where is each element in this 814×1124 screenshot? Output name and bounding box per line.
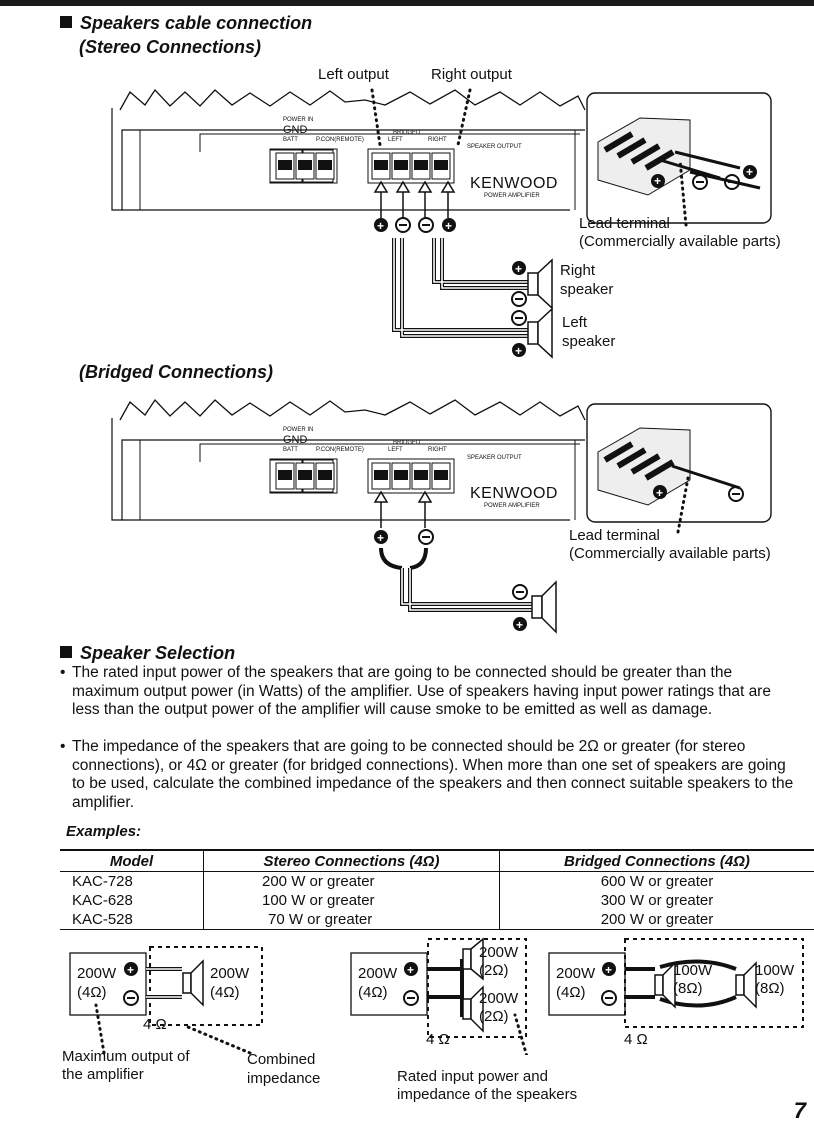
ex1-spk-ohm: (4Ω) (210, 984, 240, 1001)
ex1-spk-w: 200W (210, 965, 250, 982)
amp2-speaker-output: SPEAKER OUTPUT (467, 455, 522, 461)
ex1-amp-w: 200W (77, 965, 117, 982)
amp-power-in: POWER IN (283, 117, 314, 123)
top-rule (0, 0, 814, 6)
speaker-selection-title: Speaker Selection (60, 643, 235, 664)
amp-bridged: BRIDGED (393, 130, 421, 136)
terminal-inset (586, 92, 772, 224)
selection-bullet-2: •The impedance of the speakers that are … (60, 738, 794, 811)
amp-gnd: GND (283, 124, 308, 136)
table-header: Model (60, 849, 204, 872)
rated-label-1: Rated input power and (397, 1068, 548, 1085)
svg-text:+: + (515, 344, 522, 358)
ex2-spk2-w: 200W (479, 990, 519, 1007)
amp2-batt: BATT (283, 447, 298, 453)
amp-speaker-output: SPEAKER OUTPUT (467, 144, 522, 150)
svg-text:+: + (445, 219, 452, 233)
right-speaker-label-2: speaker (560, 281, 614, 298)
ex3-amp-ohm: (4Ω) (556, 984, 586, 1001)
ex1-total: 4 Ω (143, 1016, 167, 1033)
selection-bullet-1: •The rated input power of the speakers t… (60, 664, 771, 719)
svg-text:+: + (516, 618, 523, 632)
combined-label-1: Combined (247, 1051, 316, 1068)
square-bullet-icon (60, 646, 72, 658)
ex1-amp-ohm: (4Ω) (77, 984, 107, 1001)
bridged-diagram: + + + (111, 399, 772, 634)
amp2-brand: KENWOOD (470, 485, 558, 502)
amp2-model-label: POWER AMPLIFIER (484, 503, 540, 509)
lead-terminal-label: Lead terminal (579, 215, 670, 232)
right-speaker-icon (527, 258, 553, 310)
amp2-pcon: P.CON(REMOTE) (316, 447, 364, 453)
table-row: KAC-728 200 W or greater 600 W or greate… (60, 871, 814, 891)
table-row: KAC-528 70 W or greater 200 W or greater (60, 910, 814, 930)
amp-left: LEFT (388, 137, 403, 143)
impedance-diagrams: + + + (69, 937, 804, 1055)
table-header: Bridged Connections (4Ω) (499, 849, 814, 872)
svg-text:+: + (605, 963, 612, 977)
amp2-gnd: GND (283, 434, 308, 446)
terminal-inset-bridged (586, 403, 772, 523)
table-header: Stereo Connections (4Ω) (203, 849, 500, 872)
ex2-spk1-ohm: (2Ω) (479, 962, 509, 979)
svg-text:+: + (654, 174, 661, 188)
ex3-spk2-ohm: (8Ω) (755, 980, 785, 997)
svg-text:+: + (377, 531, 384, 545)
examples-table: Model Stereo Connections (4Ω) Bridged Co… (60, 849, 814, 930)
max-output-label-2: the amplifier (62, 1066, 144, 1083)
max-output-label-1: Maximum output of (62, 1048, 190, 1065)
bridged-lead-terminal-note: (Commercially available parts) (569, 545, 771, 562)
svg-text:+: + (515, 262, 522, 276)
ex3-spk2-w: 100W (755, 962, 795, 979)
amp-brand: KENWOOD (470, 175, 558, 192)
bridged-subtitle: (Bridged Connections) (79, 362, 273, 382)
stereo-subtitle: (Stereo Connections) (79, 37, 262, 57)
amp2-right: RIGHT (428, 447, 447, 453)
svg-text:+: + (127, 963, 134, 977)
bridged-speaker-icon (531, 580, 557, 634)
table-row: KAC-628 100 W or greater 300 W or greate… (60, 891, 814, 910)
right-speaker-label-1: Right (560, 262, 596, 279)
section-title: Speakers cable connection (60, 13, 312, 34)
amp-model-label: POWER AMPLIFIER (484, 193, 540, 199)
svg-text:+: + (656, 486, 663, 500)
svg-text:+: + (377, 219, 384, 233)
amp2-bridged: BRIDGED (393, 440, 421, 446)
page-number: 7 (793, 1098, 806, 1123)
right-output-label: Right output (431, 66, 512, 83)
amp2-left: LEFT (388, 447, 403, 453)
ex2-spk1-w: 200W (479, 944, 519, 961)
ex2-spk2-ohm: (2Ω) (479, 1008, 509, 1025)
combined-label-2: impedance (247, 1070, 321, 1087)
lead-terminal-note: (Commercially available parts) (579, 233, 781, 250)
ex3-spk1-ohm: (8Ω) (673, 980, 703, 997)
left-speaker-label-2: speaker (562, 333, 616, 350)
stereo-amplifier: + + + + + (111, 88, 772, 359)
ex2-total: 4 Ω (426, 1031, 450, 1048)
svg-text:+: + (407, 963, 414, 977)
rated-label-2: impedance of the speakers (397, 1086, 578, 1103)
amp2-power-in: POWER IN (283, 427, 314, 433)
amp-batt: BATT (283, 137, 298, 143)
square-bullet-icon (60, 16, 72, 28)
ex3-amp-w: 200W (556, 965, 596, 982)
ex2-amp-w: 200W (358, 965, 398, 982)
ex3-total: 4 Ω (624, 1031, 648, 1048)
left-output-label: Left output (318, 66, 389, 83)
ex2-amp-ohm: (4Ω) (358, 984, 388, 1001)
amp-right: RIGHT (428, 137, 447, 143)
ex3-spk1-w: 100W (673, 962, 713, 979)
bridged-lead-terminal-label: Lead terminal (569, 527, 660, 544)
amp-pcon: P.CON(REMOTE) (316, 137, 364, 143)
examples-title: Examples: (66, 823, 142, 840)
left-speaker-label-1: Left (562, 314, 588, 331)
left-speaker-icon (527, 307, 553, 359)
svg-text:+: + (746, 165, 753, 179)
